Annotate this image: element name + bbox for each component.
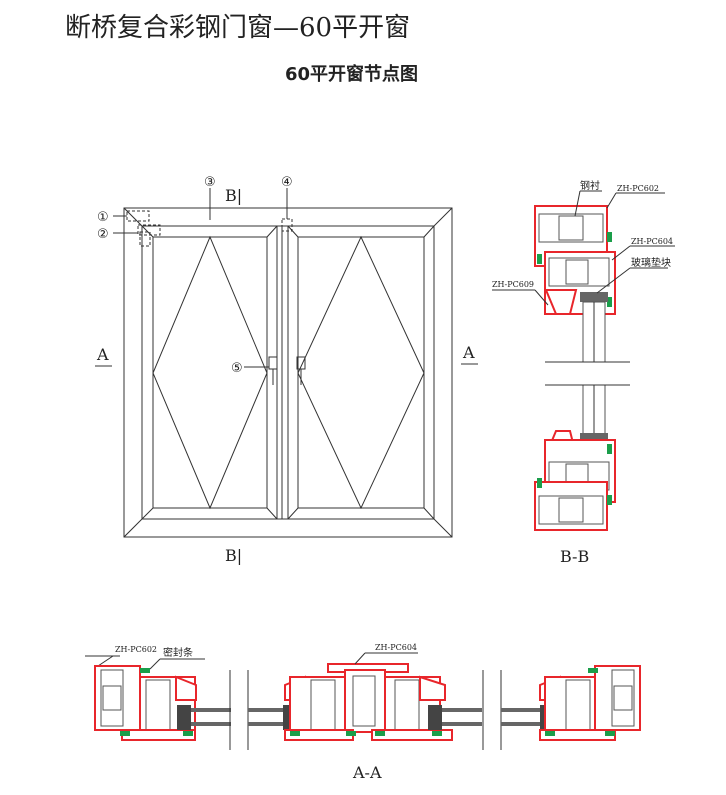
callout-zh-pc604: ZH-PC604 (631, 237, 673, 246)
right-sash (287, 225, 435, 520)
section-mark-b-top: B| (225, 186, 242, 205)
section-mark-a-left: A (96, 345, 109, 364)
handle-icon (268, 356, 306, 385)
callout-aa-zh-pc602: ZH-PC602 (115, 645, 157, 654)
section-aa-label: A-A (352, 763, 382, 782)
left-sash (141, 225, 278, 520)
window-elevation: ① ② ③ ④ ⑤ B| B| A A (95, 175, 478, 565)
section-mark-a-right: A (462, 343, 475, 362)
section-bb-label: B-B (560, 547, 589, 566)
callout-zh-pc609: ZH-PC609 (492, 280, 534, 289)
section-mark-b-bottom: B| (225, 546, 242, 565)
callout-3: ③ (204, 175, 216, 190)
sheet-subtitle: 60平开窗节点图 (285, 63, 418, 85)
callout-zh-pc602: ZH-PC602 (617, 184, 659, 193)
callout-1: ① (97, 210, 109, 225)
callout-seal-strip: 密封条 (163, 646, 193, 659)
callout-5: ⑤ (231, 361, 243, 376)
callout-2: ② (97, 227, 109, 242)
section-bb: 钢衬 ZH-PC602 ZH-PC604 玻璃垫块 ZH-PC609 B-B (492, 179, 675, 566)
callout-glass-block: 玻璃垫块 (631, 256, 671, 269)
callout-4: ④ (281, 175, 293, 190)
sheet-title: 断桥复合彩钢门窗—60平开窗 (65, 13, 410, 43)
callout-aa-zh-pc604: ZH-PC604 (375, 643, 417, 652)
section-aa: ZH-PC602 密封条 ZH-PC604 A-A (85, 643, 641, 782)
callout-steel-lining: 钢衬 (580, 179, 600, 192)
